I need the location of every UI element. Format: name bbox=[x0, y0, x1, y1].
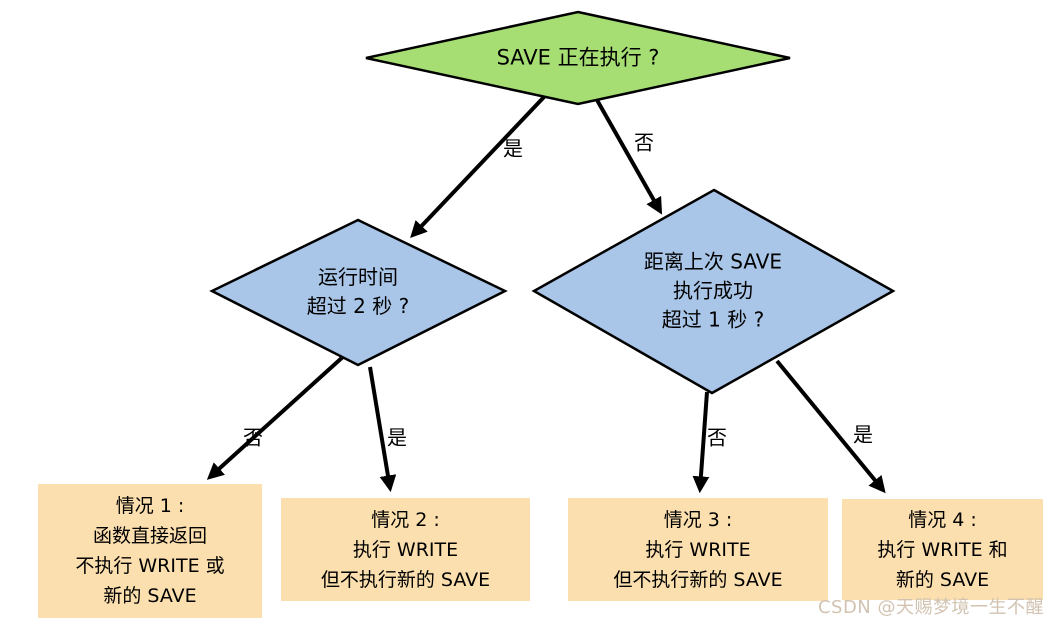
case1-line: 情况 1 : bbox=[115, 495, 185, 517]
root-decision-line: SAVE 正在执行 ? bbox=[496, 45, 660, 70]
right-decision-label: 距离上次 SAVE 执行成功 超过 1 秒 ? bbox=[644, 248, 782, 335]
edge-root-yes-arrow bbox=[410, 95, 546, 239]
case2-box bbox=[281, 498, 530, 601]
edge-left-no-arrow bbox=[206, 353, 347, 480]
right-decision-diamond bbox=[531, 188, 896, 395]
case4-label: 情况 4 : 执行 WRITE 和 新的 SAVE bbox=[842, 499, 1043, 600]
edge-label-root-yes: 是 bbox=[503, 136, 523, 161]
edge-root-no-arrow bbox=[595, 99, 663, 215]
case4-line: 新的 SAVE bbox=[895, 568, 990, 591]
case1-label: 情况 1 : 函数直接返回 不执行 WRITE 或 新的 SAVE bbox=[38, 484, 262, 618]
case3-line: 但不执行新的 SAVE bbox=[613, 568, 783, 591]
root-decision-diamond bbox=[365, 10, 791, 106]
edge-left-yes-arrow bbox=[368, 366, 397, 493]
case2-line: 执行 WRITE bbox=[352, 538, 459, 561]
right-decision-line: 执行成功 bbox=[673, 278, 753, 303]
case4-box bbox=[842, 499, 1043, 600]
case3-line: 执行 WRITE bbox=[645, 538, 751, 561]
edge-right-yes-arrow bbox=[775, 359, 886, 494]
case2-line: 但不执行新的 SAVE bbox=[320, 568, 491, 591]
edge-label-left-no: 否 bbox=[243, 425, 263, 450]
edge-right-no-arrow bbox=[692, 391, 710, 494]
case1-box bbox=[38, 484, 262, 618]
case3-box bbox=[568, 498, 828, 601]
edge-label-right-yes: 是 bbox=[853, 422, 873, 447]
left-decision-line: 运行时间 bbox=[317, 265, 398, 289]
csdn-watermark: CSDN @天赐梦境一生不醒 bbox=[817, 597, 1044, 618]
edge-label-root-no: 否 bbox=[634, 130, 654, 155]
right-decision-line: 距离上次 SAVE bbox=[643, 249, 783, 274]
edge-label-left-yes: 是 bbox=[387, 425, 407, 450]
right-decision-line: 超过 1 秒 ? bbox=[661, 307, 765, 332]
case1-line: 不执行 WRITE 或 bbox=[75, 555, 225, 577]
case2-line: 情况 2 : bbox=[371, 508, 440, 531]
root-decision-label: SAVE 正在执行 ? bbox=[497, 44, 660, 73]
case3-line: 情况 3 : bbox=[663, 508, 733, 531]
case4-line: 执行 WRITE 和 bbox=[877, 538, 1008, 561]
case4-line: 情况 4 : bbox=[908, 508, 977, 531]
edge-label-right-no: 否 bbox=[707, 425, 727, 450]
left-decision-label: 运行时间 超过 2 秒 ? bbox=[307, 263, 409, 321]
case2-label: 情况 2 : 执行 WRITE 但不执行新的 SAVE bbox=[281, 498, 530, 601]
left-decision-diamond bbox=[209, 218, 508, 367]
case3-label: 情况 3 : 执行 WRITE 但不执行新的 SAVE bbox=[568, 498, 828, 601]
case1-line: 函数直接返回 bbox=[92, 525, 207, 547]
case1-line: 新的 SAVE bbox=[103, 585, 197, 607]
left-decision-line: 超过 2 秒 ? bbox=[306, 294, 410, 318]
